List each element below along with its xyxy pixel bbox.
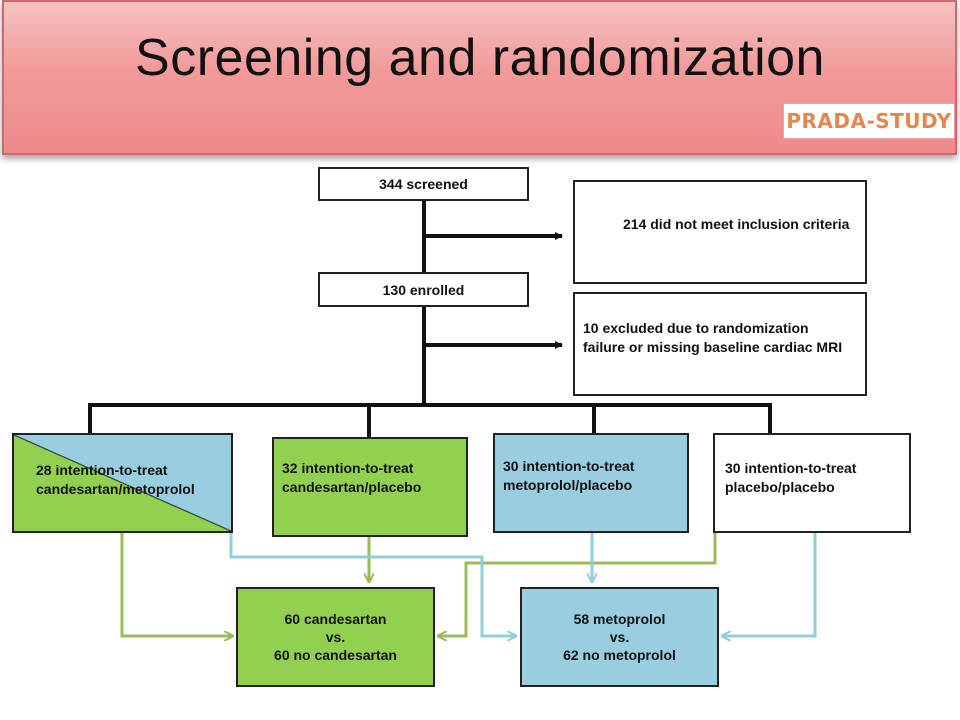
blue-arrow-arm1 (229, 533, 516, 636)
green-arrow-arm1 (120, 533, 233, 636)
arm-candesartan-placebo: 32 intention-to-treat candesartan/placeb… (272, 437, 468, 537)
pooled-metoprolol-line3: 62 no metoprolol (563, 647, 676, 663)
enrolled-label: 130 enrolled (382, 281, 465, 298)
arm-candesartan-metoprolol: 28 intention-to-treat candesartan/metopr… (12, 433, 233, 533)
pooled-metoprolol-line1: 58 metoprolol (573, 611, 666, 627)
pooled-candesartan-line2: vs. (325, 629, 346, 645)
green-arrows (120, 533, 717, 636)
arm-metoprolol-placebo: 30 intention-to-treat metoprolol/placebo (493, 433, 689, 533)
page-title: Screening and randomization (135, 29, 825, 87)
arm-3-label: 30 intention-to-treat metoprolol/placebo (503, 458, 635, 493)
pooled-candesartan-box: 60 candesartan vs. 60 no candesartan (236, 587, 435, 687)
arm-4-label: 30 intention-to-treat placebo/placebo (725, 460, 857, 495)
blue-arrow-arm4 (722, 533, 817, 636)
green-arrow-arm4 (438, 533, 717, 636)
arm-1-label: 28 intention-to-treat candesartan/metopr… (36, 462, 195, 497)
pooled-candesartan-line3: 60 no candesartan (274, 647, 397, 663)
screened-box: 344 screened (318, 167, 529, 201)
screened-label: 344 screened (379, 176, 468, 192)
arm-2-label: 32 intention-to-treat candesartan/placeb… (282, 460, 422, 495)
not-eligible-label: 214 did not meet inclusion criteria (623, 216, 850, 232)
title-banner (2, 0, 957, 155)
main-trunk (88, 201, 772, 437)
not-eligible-box: 214 did not meet inclusion criteria (573, 180, 867, 284)
enrolled-box: 130 enrolled (318, 272, 529, 307)
excluded-label: 10 excluded due to randomization failure… (583, 320, 843, 355)
arm-placebo-placebo: 30 intention-to-treat placebo/placebo (713, 433, 911, 533)
study-tag: PRADA-STUDY (783, 103, 955, 139)
pooled-metoprolol-box: 58 metoprolol vs. 62 no metoprolol (520, 587, 719, 687)
excluded-box: 10 excluded due to randomization failure… (573, 292, 867, 396)
pooled-metoprolol-line2: vs. (609, 629, 630, 645)
pooled-candesartan-line1: 60 candesartan (284, 611, 387, 627)
blue-arrows (229, 533, 817, 636)
